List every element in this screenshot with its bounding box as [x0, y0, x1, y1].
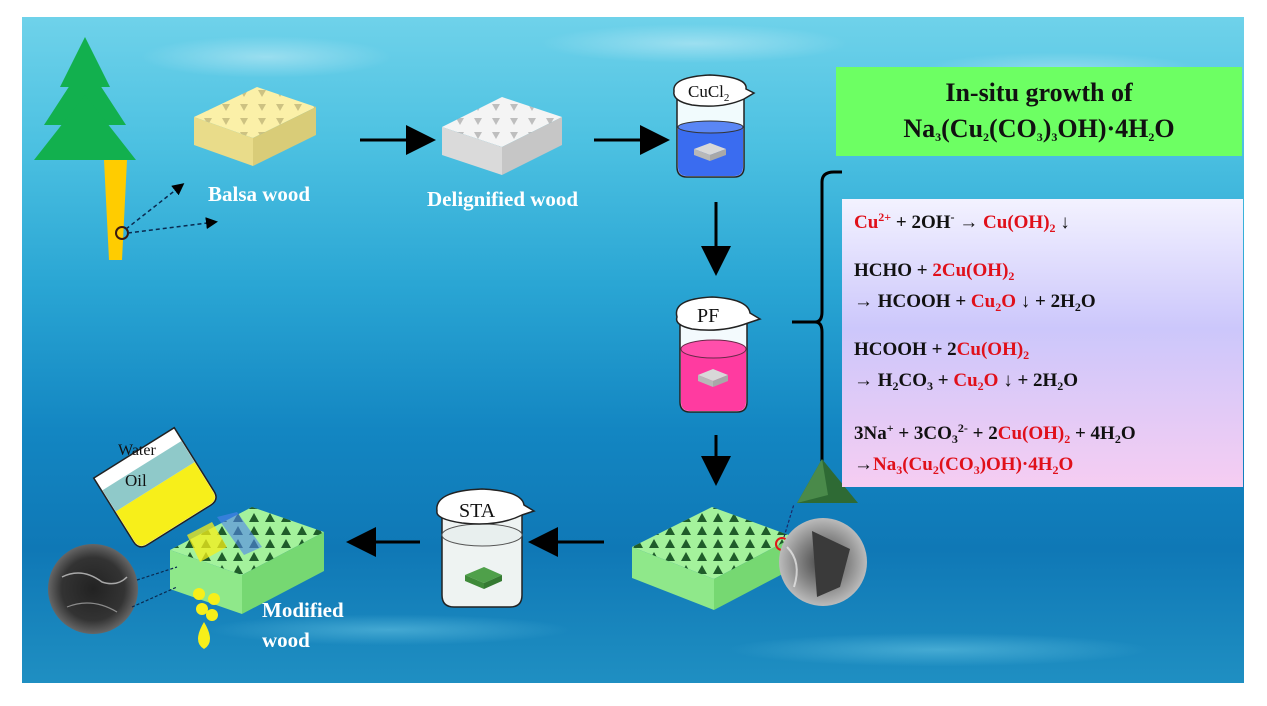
equation-4-line1: 3Na+ + 3CO32- + 2Cu(OH)2 + 4H2O — [854, 421, 1136, 446]
modified-wood-label-line1: Modified — [262, 598, 344, 622]
equation-3-line2: → H2CO3 + Cu2O ↓ + 2H2O — [854, 370, 1079, 393]
crystal-pyramid-icon — [797, 459, 858, 503]
cucl2-label: CuCl2 — [688, 82, 729, 104]
oil-label: Oil — [125, 471, 147, 490]
equation-2-line1: HCHO + 2Cu(OH)2 — [854, 260, 1015, 283]
oil-droplets — [193, 588, 220, 649]
title-box: In-situ growth of Na3(Cu2(CO3)3OH)·4H2O — [836, 67, 1242, 156]
title-formula: Na3(Cu2(CO3)3OH)·4H2O — [903, 114, 1175, 144]
sem-image-modified — [48, 544, 178, 634]
brace — [792, 170, 842, 491]
balsa-wood-block — [194, 87, 316, 166]
modified-wood-block — [170, 507, 324, 614]
tree-icon — [34, 37, 218, 260]
balsa-wood-label: Balsa wood — [208, 182, 311, 206]
pouring-beaker — [92, 426, 217, 548]
equation-3-line1: HCOOH + 2Cu(OH)2 — [854, 339, 1030, 362]
cucl2-beaker: CuCl2 — [673, 74, 756, 178]
equation-4-line2: →Na3(Cu2(CO3)OH)·4H2O — [854, 454, 1074, 477]
sem-image-crystal — [779, 518, 867, 606]
pf-beaker: PF — [675, 296, 762, 413]
equations-box: Cu2+ + 2OH- → Cu(OH)2 ↓ HCHO + 2Cu(OH)2 … — [842, 199, 1243, 487]
water-label: Water — [118, 442, 156, 459]
modified-wood-label: Modified wood — [262, 595, 344, 655]
equation-1: Cu2+ + 2OH- → Cu(OH)2 ↓ — [854, 210, 1070, 235]
equation-2-line2: → HCOOH + Cu2O ↓ + 2H2O — [854, 291, 1096, 314]
delignified-wood-label: Delignified wood — [427, 187, 579, 211]
title-line1: In-situ growth of — [945, 78, 1133, 107]
diagram-canvas: CuCl2 PF — [34, 37, 1232, 649]
pf-label: PF — [697, 305, 719, 327]
delignified-wood-block — [442, 97, 562, 175]
grown-crystal-block — [632, 503, 808, 610]
modified-wood-label-line2: wood — [262, 628, 310, 652]
sta-beaker: STA — [436, 488, 536, 608]
sta-label: STA — [459, 500, 496, 522]
